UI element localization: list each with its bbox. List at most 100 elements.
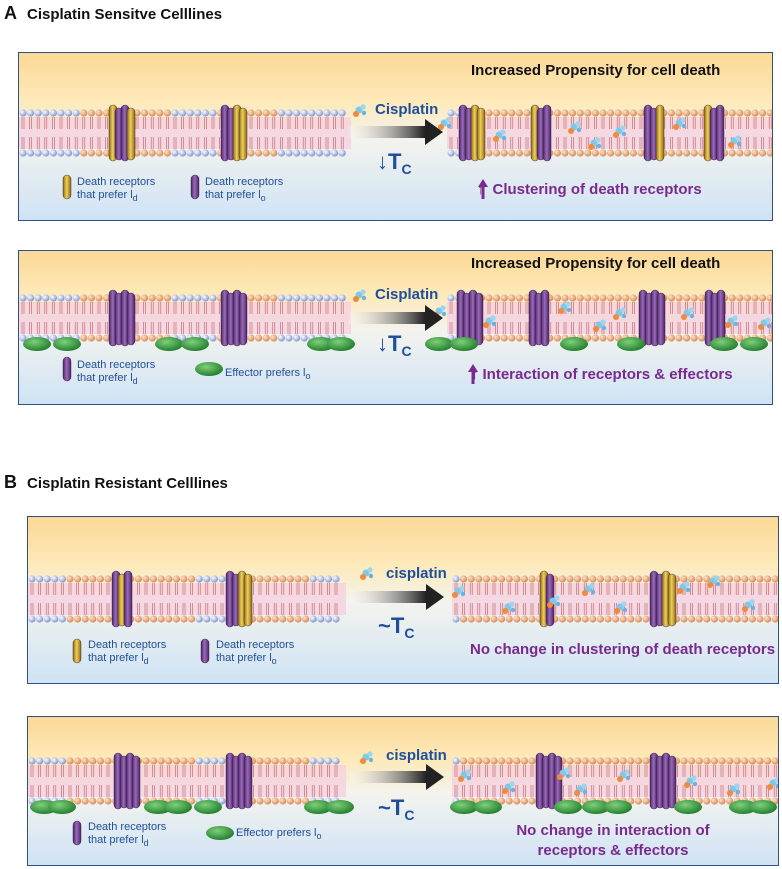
lipid-head (695, 575, 703, 583)
lipid-head (264, 575, 272, 583)
lipid-head (642, 615, 650, 623)
lipid-head (51, 615, 59, 623)
cisplatin-molecule (596, 143, 602, 149)
tc-label: ↓TC (377, 149, 412, 177)
lipid-head (194, 294, 202, 302)
lipid-head (513, 615, 521, 623)
cisplatin-molecule (466, 775, 472, 781)
cisplatin-molecule (673, 124, 679, 130)
lipid-head (42, 149, 50, 157)
cisplatin-molecule (613, 132, 619, 138)
lipid-head (642, 757, 650, 765)
up-arrow-icon (478, 179, 488, 187)
lipid-head (576, 294, 584, 302)
lipid-head (728, 294, 736, 302)
lipid-head (179, 149, 187, 157)
lipid-head (218, 615, 226, 623)
legend-text: Death receptors that prefer l (77, 176, 156, 201)
lipid-head (452, 575, 460, 583)
lipid-head (172, 615, 180, 623)
cisplatin-molecule (582, 789, 588, 795)
lipid-head (591, 149, 600, 157)
lipid-head (703, 757, 711, 765)
lipid-head (294, 615, 302, 623)
drug-label: cisplatin (386, 747, 447, 764)
lipid-head (277, 294, 285, 302)
cisplatin-molecule (714, 575, 720, 581)
lipid-head (690, 149, 698, 157)
cisplatin-molecule (576, 127, 582, 133)
lipid-head (255, 109, 263, 117)
lipid-head (286, 575, 294, 583)
membrane-diagram (19, 104, 772, 200)
tc-label: ~TC (378, 613, 414, 641)
lipid-head (667, 294, 676, 302)
lipid-head (447, 149, 455, 157)
cisplatin-molecule (361, 110, 367, 116)
reaction-arrow-shaft (349, 126, 425, 138)
lipid-head (520, 615, 528, 623)
lipid-head (262, 334, 270, 342)
cisplatin-molecule (692, 781, 698, 787)
lipid-head (574, 615, 582, 623)
outcome-label: ↑Clustering of death receptors (477, 181, 702, 198)
lipid-head (766, 109, 772, 117)
effector-protein (740, 337, 768, 351)
section-a-letter: A (4, 3, 17, 23)
lipid-head (42, 109, 50, 117)
lipid-head (338, 109, 346, 117)
lipid-head (500, 334, 508, 342)
lipid-head (270, 109, 278, 117)
lipid-head (66, 757, 74, 765)
legend-sub: o (316, 831, 322, 842)
lipid-head (323, 294, 331, 302)
lipid-head (294, 575, 302, 583)
lipid-head (89, 797, 97, 805)
reaction-arrow-head (425, 119, 443, 145)
cisplatin-molecule (589, 583, 595, 589)
lipid-head (574, 575, 582, 583)
lipid-head (87, 334, 95, 342)
lipid-head (277, 149, 285, 157)
tc-symbol: T (388, 149, 402, 174)
cisplatin-molecule (622, 607, 628, 613)
lipid-head (256, 797, 264, 805)
lipid-head (186, 294, 194, 302)
cisplatin-molecule (725, 322, 731, 328)
panel-resistant-clustering: cisplatin ~TC No change in clustering of… (27, 516, 779, 684)
section-b-title: Cisplatin Resistant Celllines (27, 475, 228, 492)
tc-symbol: T (390, 613, 405, 638)
lipid-head (96, 757, 104, 765)
cisplatin-molecule (620, 307, 626, 313)
lipid-head (285, 294, 293, 302)
lipid-head (584, 294, 592, 302)
lipid-head (338, 294, 346, 302)
lipid-head (726, 757, 734, 765)
bilayer-core (28, 583, 346, 615)
cisplatin-molecule (367, 751, 373, 757)
lipid-head (34, 294, 42, 302)
lipid-head (209, 334, 217, 342)
effector-protein (53, 337, 81, 351)
lipid-head (186, 109, 194, 117)
lipid-head (57, 149, 65, 157)
cisplatin-molecule (367, 567, 373, 573)
lipid-head (515, 334, 523, 342)
lipid-head (764, 615, 772, 623)
lipid-head (271, 615, 279, 623)
lipid-head (180, 615, 188, 623)
effector-protein (327, 337, 355, 351)
cisplatin-molecule (691, 775, 697, 781)
lipid-head (528, 575, 536, 583)
cisplatin-molecule (500, 129, 506, 135)
lipid-head (141, 109, 149, 117)
lipid-head (447, 294, 455, 302)
lipid-head (271, 575, 279, 583)
lipid-head (317, 757, 325, 765)
effector-protein (326, 800, 354, 814)
lipid-head (493, 294, 501, 302)
lipid-head (286, 757, 294, 765)
lipid-head (627, 615, 635, 623)
lipid-head (80, 109, 88, 117)
panel-sensitive-interaction: Increased Propensity for cell death Cisp… (18, 250, 773, 405)
